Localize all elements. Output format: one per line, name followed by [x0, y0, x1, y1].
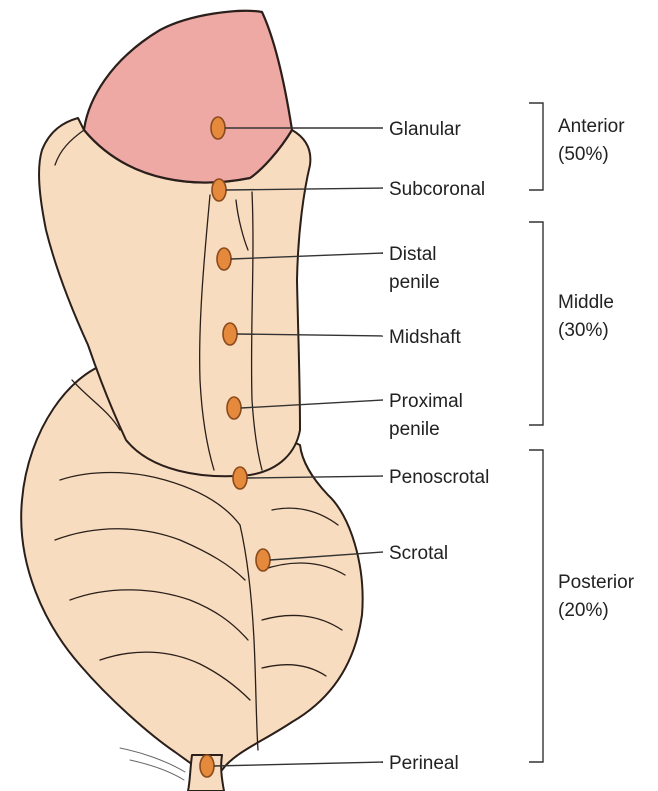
- label-perineal: Perineal: [389, 753, 459, 774]
- label-scrotal: Scrotal: [389, 543, 448, 564]
- marker-subcoronal: [212, 179, 226, 201]
- marker-proximal-penile: [227, 397, 241, 419]
- group-label-anterior-line: Anterior: [558, 116, 625, 137]
- marker-distal-penile: [217, 248, 231, 270]
- group-labels: Anterior (50%) Middle (30%) Posterior (20%): [558, 116, 635, 621]
- bracket-middle: [529, 222, 543, 425]
- label-proximal-penile-line: Proximal: [389, 391, 463, 412]
- group-label-middle-line: (30%): [558, 320, 609, 341]
- label-proximal-penile-line: penile: [389, 419, 440, 440]
- label-subcoronal: Subcoronal: [389, 179, 485, 200]
- marker-midshaft: [223, 323, 237, 345]
- marker-penoscrotal: [233, 467, 247, 489]
- label-glanular: Glanular: [389, 119, 461, 140]
- label-scrotal-line: Scrotal: [389, 543, 448, 564]
- group-label-posterior: Posterior (20%): [558, 572, 635, 621]
- group-brackets: [529, 103, 543, 762]
- bracket-posterior: [529, 450, 543, 762]
- glans-shape: [84, 11, 292, 183]
- label-subcoronal-line: Subcoronal: [389, 179, 485, 200]
- marker-perineal: [200, 755, 214, 777]
- group-label-anterior-line: (50%): [558, 144, 609, 165]
- label-penoscrotal-line: Penoscrotal: [389, 467, 489, 488]
- label-proximal-penile: Proximal penile: [389, 391, 463, 440]
- label-distal-penile-line: Distal: [389, 244, 437, 265]
- group-label-posterior-line: Posterior: [558, 572, 635, 593]
- label-midshaft: Midshaft: [389, 327, 462, 348]
- label-glanular-line: Glanular: [389, 119, 461, 140]
- bracket-anterior: [529, 103, 543, 190]
- group-label-middle: Middle (30%): [558, 292, 614, 341]
- marker-scrotal: [256, 549, 270, 571]
- leader-line-perineal: [214, 762, 383, 766]
- group-label-middle-line: Middle: [558, 292, 614, 313]
- label-distal-penile: Distal penile: [389, 244, 440, 293]
- marker-glanular: [211, 117, 225, 139]
- label-distal-penile-line: penile: [389, 272, 440, 293]
- label-penoscrotal: Penoscrotal: [389, 467, 489, 488]
- label-midshaft-line: Midshaft: [389, 327, 462, 348]
- group-label-anterior: Anterior (50%): [558, 116, 625, 165]
- group-label-posterior-line: (20%): [558, 600, 609, 621]
- label-perineal-line: Perineal: [389, 753, 459, 774]
